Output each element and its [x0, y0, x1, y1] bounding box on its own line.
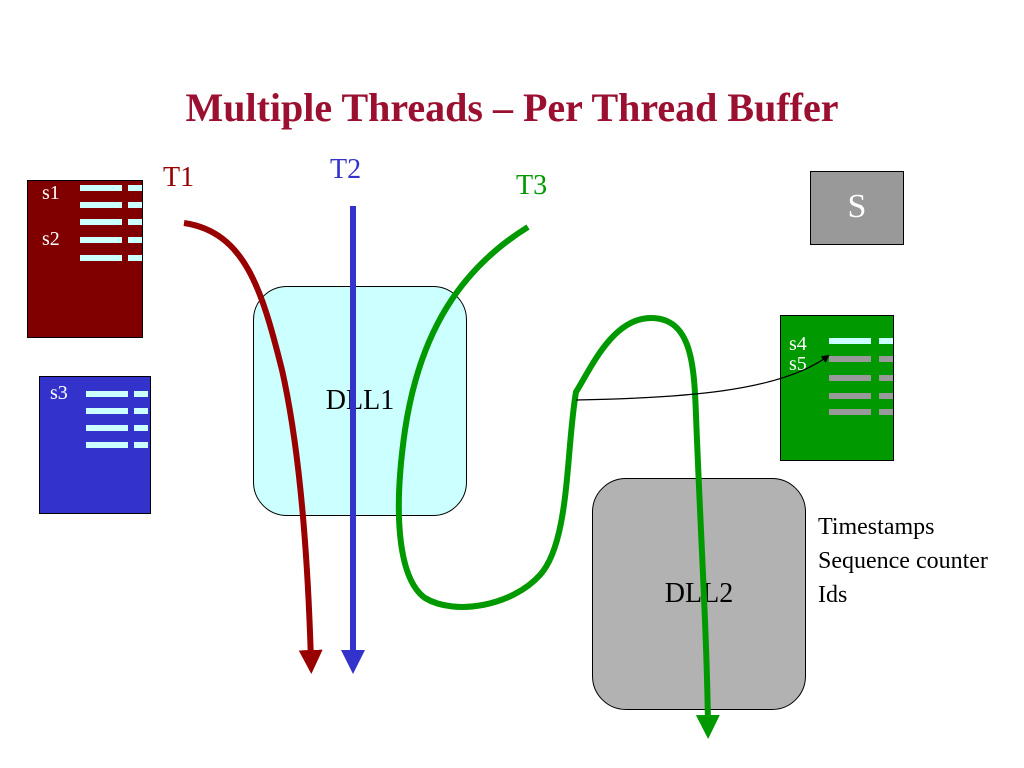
t3-buffer-slot — [879, 338, 893, 344]
t3-buffer-slot — [879, 409, 893, 415]
t3-buffer: s4 s5 — [780, 315, 894, 461]
note-timestamps: Timestamps — [818, 514, 935, 540]
slide-title: Multiple Threads – Per Thread Buffer — [185, 85, 839, 130]
t3-buffer-label-s5: s5 — [789, 353, 807, 375]
t3-buffer-slot — [829, 409, 871, 415]
t1-buffer-slot — [80, 185, 122, 191]
note-ids: Ids — [818, 582, 848, 608]
t3-buffer-slot — [829, 338, 871, 344]
t3-buffer-slot — [879, 375, 893, 381]
t2-buffer-slot — [134, 425, 148, 431]
dll1-label: DLL1 — [325, 385, 395, 416]
t2-buffer-slot — [86, 442, 128, 448]
t1-buffer: s1 s2 — [27, 180, 143, 338]
t1-buffer-label-s2: s2 — [42, 228, 60, 250]
t3-buffer-slot — [829, 375, 871, 381]
t1-buffer-label-s1: s1 — [42, 182, 60, 204]
t1-buffer-slot — [128, 219, 142, 225]
t1-buffer-slot — [128, 202, 142, 208]
annotation-notes: Timestamps Sequence counter Ids — [818, 510, 988, 612]
t2-buffer-slot — [86, 425, 128, 431]
t3-write-arrow — [575, 354, 830, 401]
t3-buffer-slot — [829, 356, 871, 362]
thread-t1-path — [183, 220, 323, 674]
t3-buffer-slot — [829, 393, 871, 399]
thread-t3-path — [395, 224, 720, 739]
t2-buffer-label-s3: s3 — [50, 382, 68, 404]
thread-t1-label: T1 — [163, 162, 195, 193]
t2-buffer-slot — [86, 408, 128, 414]
t1-buffer-slot — [128, 237, 142, 243]
note-sequence-counter: Sequence counter — [818, 548, 988, 574]
t1-buffer-slot — [128, 255, 142, 261]
shared-buffer-s: S — [810, 171, 904, 245]
thread-t3-label: T3 — [516, 170, 548, 201]
t3-buffer-slot — [879, 356, 893, 362]
t1-buffer-slot — [80, 202, 122, 208]
t3-buffer-slot — [879, 393, 893, 399]
t2-buffer-slot — [86, 391, 128, 397]
t2-buffer: s3 — [39, 376, 151, 514]
t3-buffer-label-s4: s4 — [789, 333, 807, 355]
t1-buffer-slot — [80, 255, 122, 261]
thread-t2-label: T2 — [330, 154, 362, 185]
t1-buffer-slot — [128, 185, 142, 191]
t2-buffer-slot — [134, 442, 148, 448]
t2-buffer-slot — [134, 408, 148, 414]
t2-buffer-slot — [134, 391, 148, 397]
t1-buffer-slot — [80, 237, 122, 243]
dll2-label: DLL2 — [664, 578, 734, 609]
t1-buffer-slot — [80, 219, 122, 225]
